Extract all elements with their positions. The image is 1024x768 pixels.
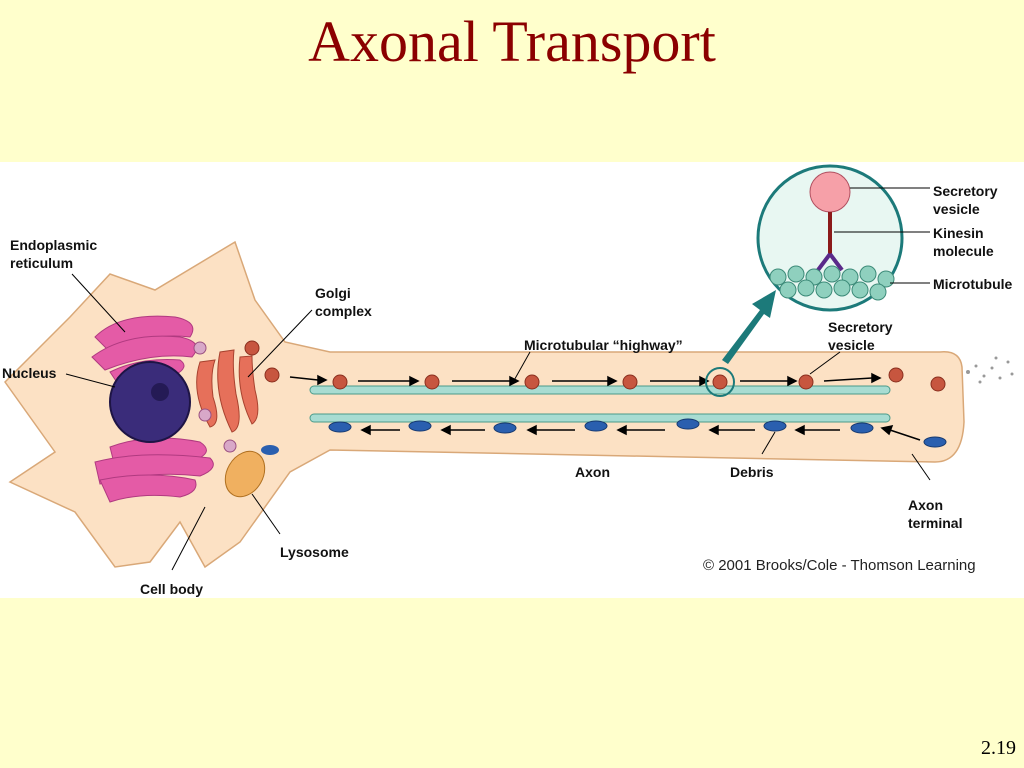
label-golgi-line2: complex bbox=[315, 303, 372, 319]
microtubule-bottom bbox=[309, 413, 891, 423]
label-microtubule: Microtubule bbox=[933, 276, 1013, 292]
small-vesicle bbox=[244, 340, 260, 356]
highlight-ring bbox=[705, 367, 735, 397]
inset-pointer-arrow bbox=[722, 290, 776, 364]
label-axon-terminal-line1: Axon bbox=[908, 497, 943, 513]
nucleolus bbox=[151, 383, 169, 401]
nucleus bbox=[109, 361, 191, 443]
label-secretory-vesicle-line2: vesicle bbox=[828, 337, 875, 353]
label-golgi-line1: Golgi bbox=[315, 285, 351, 301]
label-debris: Debris bbox=[730, 464, 774, 480]
debris-particle bbox=[261, 445, 279, 455]
slide-title: Axonal Transport bbox=[308, 9, 716, 74]
label-secretory-vesicle-line1: Secretory bbox=[828, 319, 893, 335]
inset-microtubule bbox=[769, 265, 895, 301]
figure-panel: Endoplasmic reticulum Nucleus Golgi comp… bbox=[0, 162, 1024, 598]
label-er-line1: Endoplasmic bbox=[10, 237, 97, 253]
label-inset-secretory-line2: vesicle bbox=[933, 201, 980, 217]
anterograde-arrows bbox=[289, 372, 882, 387]
page-number: 2.19 bbox=[981, 737, 1016, 759]
small-vesicle bbox=[193, 341, 207, 355]
label-axon: Axon bbox=[575, 464, 610, 480]
anterograde-transport bbox=[264, 367, 946, 392]
label-axon-terminal-line2: terminal bbox=[908, 515, 962, 531]
label-nucleus: Nucleus bbox=[2, 365, 57, 381]
label-microtubular-highway: Microtubular “highway” bbox=[524, 337, 683, 353]
copyright-notice: © 2001 Brooks/Cole - Thomson Learning bbox=[703, 557, 976, 574]
label-cell-body: Cell body bbox=[140, 581, 203, 597]
label-er-line2: reticulum bbox=[10, 255, 73, 271]
kinesin-inset bbox=[756, 164, 904, 312]
inset-secretory-vesicle bbox=[809, 171, 851, 213]
label-lysosome: Lysosome bbox=[280, 544, 349, 560]
er-bottom bbox=[94, 437, 214, 503]
label-inset-secretory-line1: Secretory bbox=[933, 183, 998, 199]
label-kinesin-line2: molecule bbox=[933, 243, 994, 259]
leader-lines bbox=[65, 187, 931, 571]
secretion-dots bbox=[966, 356, 1014, 384]
axonal-transport-diagram: Endoplasmic reticulum Nucleus Golgi comp… bbox=[2, 164, 1014, 597]
retrograde-transport bbox=[328, 418, 947, 448]
lysosome bbox=[224, 450, 266, 498]
label-kinesin-line1: Kinesin bbox=[933, 225, 984, 241]
kinesin-heads bbox=[816, 252, 844, 272]
golgi-complex bbox=[196, 349, 259, 433]
retrograde-arrows bbox=[360, 424, 921, 441]
small-vesicle bbox=[223, 439, 237, 453]
microtubule-top bbox=[309, 385, 891, 395]
small-vesicle bbox=[198, 408, 212, 422]
